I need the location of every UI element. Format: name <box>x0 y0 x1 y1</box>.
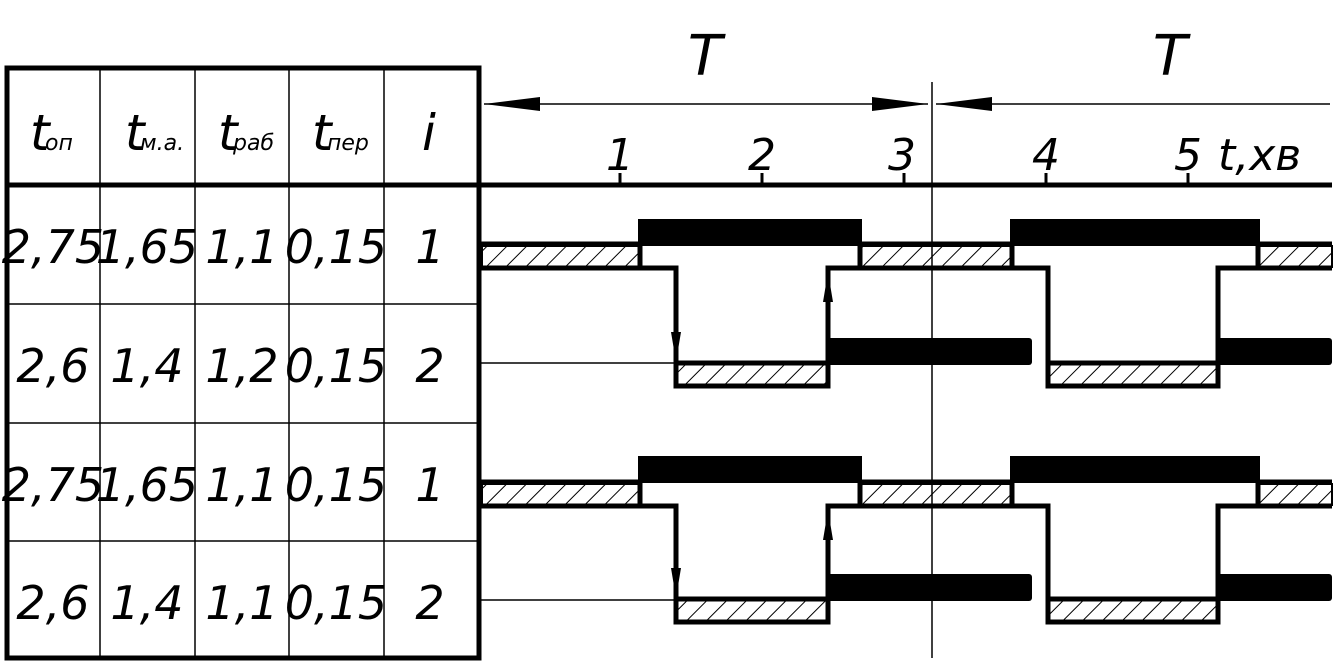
timeline-header: T T 1 2 3 4 5 t,хв <box>479 24 1332 658</box>
idle-bar <box>1257 245 1333 268</box>
row3-i: 1 <box>415 458 444 512</box>
idle-bar <box>481 245 641 268</box>
arrow-down <box>671 568 681 598</box>
machine-pair-1 <box>479 219 1333 389</box>
arrowhead-right <box>872 97 928 111</box>
row1-i: 1 <box>415 220 444 274</box>
row4-top: 2,6 <box>16 576 89 630</box>
row4-tper: 0,15 <box>285 576 387 630</box>
tick-label-2: 2 <box>748 130 776 181</box>
row3-top: 2,75 <box>2 458 104 512</box>
header-col3-sub: раб <box>232 131 274 156</box>
work-bar <box>638 456 862 483</box>
row2-top: 2,6 <box>16 339 89 393</box>
arrowhead-left <box>936 97 992 111</box>
row3-tma: 1,65 <box>96 458 198 512</box>
row2-tper: 0,15 <box>285 339 387 393</box>
idle-bar <box>675 599 829 622</box>
idle-bar <box>1257 483 1333 506</box>
tick-label-4: 4 <box>1032 130 1060 181</box>
period-label-1: T <box>688 24 726 89</box>
work-bar <box>1010 219 1260 246</box>
arrowhead-left <box>484 97 540 111</box>
header-col5-main: i <box>422 104 436 162</box>
work-bar <box>1216 574 1332 601</box>
row1-tper: 0,15 <box>285 220 387 274</box>
header-col2-main: t <box>125 104 147 162</box>
row1-trab: 1,1 <box>205 220 278 274</box>
header-col1-main: t <box>30 104 52 162</box>
idle-bar <box>481 483 641 506</box>
row1-tma: 1,65 <box>96 220 198 274</box>
work-bar <box>638 219 862 246</box>
header-col3-main: t <box>218 104 240 162</box>
machine-pair-2 <box>479 456 1333 625</box>
row2-i: 2 <box>415 339 444 393</box>
arrow-down <box>671 332 681 362</box>
tick-label-5: 5 <box>1174 130 1202 181</box>
row2-trab: 1,2 <box>205 339 278 393</box>
header-col4-main: t <box>312 104 334 162</box>
header-col1-sub: оп <box>45 131 73 156</box>
idle-bar <box>1047 363 1219 386</box>
arrow-up <box>823 510 833 540</box>
row3-trab: 1,1 <box>205 458 278 512</box>
tick-label-1: 1 <box>606 130 634 181</box>
header-col4-sub: пер <box>327 131 369 156</box>
idle-bar <box>1047 599 1219 622</box>
arrow-up <box>823 272 833 302</box>
parameter-table: t оп t м.а. t раб t пер i 2,75 1,65 1,1 … <box>2 65 482 661</box>
row4-trab: 1,1 <box>205 576 278 630</box>
header-col2-sub: м.а. <box>140 131 184 156</box>
period-label-2: T <box>1153 24 1191 89</box>
work-bar <box>1010 456 1260 483</box>
work-bar <box>826 338 1032 365</box>
work-bar <box>826 574 1032 601</box>
tick-label-3: 3 <box>888 130 916 181</box>
idle-bar <box>859 483 1013 506</box>
row1-top: 2,75 <box>2 220 104 274</box>
work-bar <box>1216 338 1332 365</box>
row4-tma: 1,4 <box>110 576 183 630</box>
idle-bar <box>859 245 1013 268</box>
row3-tper: 0,15 <box>285 458 387 512</box>
row2-tma: 1,4 <box>110 339 183 393</box>
axis-label: t,хв <box>1218 130 1301 181</box>
row4-i: 2 <box>415 576 444 630</box>
idle-bar <box>675 363 829 386</box>
